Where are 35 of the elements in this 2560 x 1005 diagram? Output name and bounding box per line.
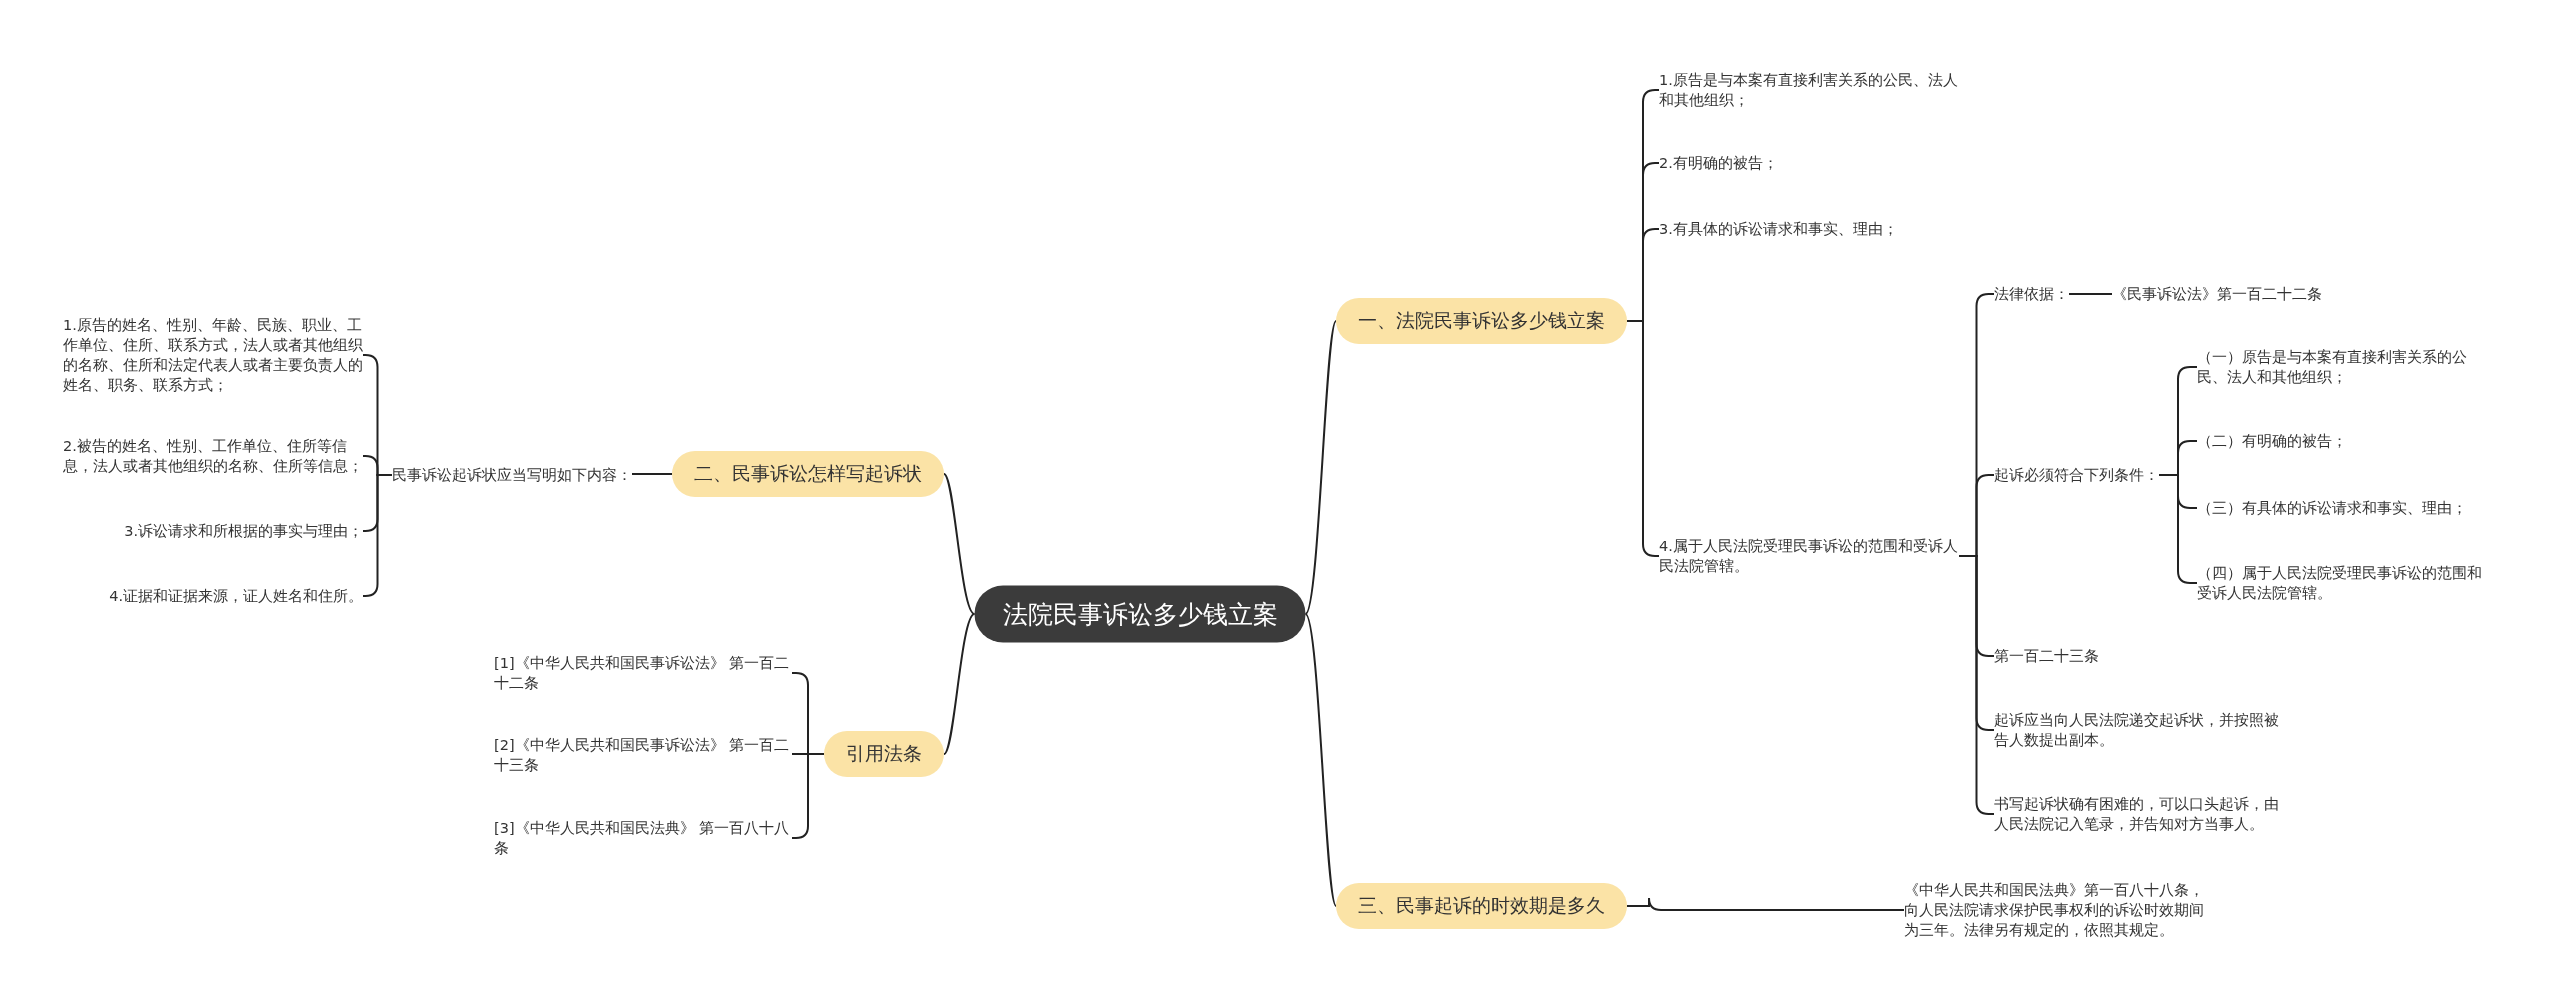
topic-text: 法律依据： — [1994, 284, 2069, 304]
topic-text: [2]《中华人民共和国民事诉讼法》 第一百二十三条 — [494, 735, 792, 775]
connector-line — [943, 473, 976, 615]
topic-text: [3]《中华人民共和国民法典》 第一百八十八条 — [494, 818, 792, 858]
topic-text: （一）原告是与本案有直接利害关系的公民、法人和其他组织； — [2197, 347, 2489, 387]
topic-text: 1.原告的姓名、性别、年龄、民族、职业、工作单位、住所、联系方式，法人或者其他组织的名称、住所和法定代表人或者主要负责人的姓名、职务、联系方式； — [63, 315, 363, 395]
topic-text: （二）有明确的被告； — [2197, 431, 2347, 451]
topic-text: 书写起诉状确有困难的，可以口头起诉，由人民法院记入笔录，并告知对方当事人。 — [1994, 794, 2292, 834]
connector-line — [1626, 897, 1905, 911]
connector-line — [943, 613, 976, 755]
topic-text: 第一百二十三条 — [1994, 646, 2099, 666]
connector-line — [1304, 613, 1337, 907]
connector-line — [1304, 320, 1337, 615]
topic-text: 《民事诉讼法》第一百二十二条 — [2112, 284, 2322, 304]
topic-text: 1.原告是与本案有直接利害关系的公民、法人和其他组织； — [1659, 70, 1959, 110]
topic-text: （三）有具体的诉讼请求和事实、理由； — [2197, 498, 2467, 518]
topic-text: 《中华人民共和国民法典》第一百八十八条，向人民法院请求保护民事权利的诉讼时效期间为三年。法律另有规定的，依照其规定。 — [1904, 880, 2210, 940]
topic-text: 2.有明确的被告； — [1659, 153, 1778, 173]
topic-text: [1]《中华人民共和国民事诉讼法》 第一百二十二条 — [494, 653, 792, 693]
topic-text: 4.证据和证据来源，证人姓名和住所。 — [109, 586, 363, 606]
topic-text: 起诉应当向人民法院递交起诉状，并按照被告人数提出副本。 — [1994, 710, 2292, 750]
branch-topic-box: 一、法院民事诉讼多少钱立案 — [1336, 298, 1627, 344]
topic-text: （四）属于人民法院受理民事诉讼的范围和受诉人民法院管辖。 — [2197, 563, 2489, 603]
topic-text: 3.有具体的诉讼请求和事实、理由； — [1659, 219, 1898, 239]
central-topic-box: 法院民事诉讼多少钱立案 — [974, 585, 1306, 643]
topic-text: 起诉必须符合下列条件： — [1994, 465, 2159, 485]
topic-text: 2.被告的姓名、性别、工作单位、住所等信息，法人或者其他组织的名称、住所等信息； — [63, 436, 363, 476]
topic-text: 3.诉讼请求和所根据的事实与理由； — [124, 521, 363, 541]
connector-line — [631, 473, 673, 475]
connector-line — [2068, 293, 2113, 295]
branch-topic-box: 二、民事诉讼怎样写起诉状 — [672, 451, 944, 497]
branch-topic-box: 引用法条 — [824, 731, 944, 777]
topic-text: 民事诉讼起诉状应当写明如下内容： — [392, 465, 632, 485]
topic-text: 4.属于人民法院受理民事诉讼的范围和受诉人民法院管辖。 — [1659, 536, 1959, 576]
branch-topic-box: 三、民事起诉的时效期是多久 — [1336, 883, 1627, 929]
